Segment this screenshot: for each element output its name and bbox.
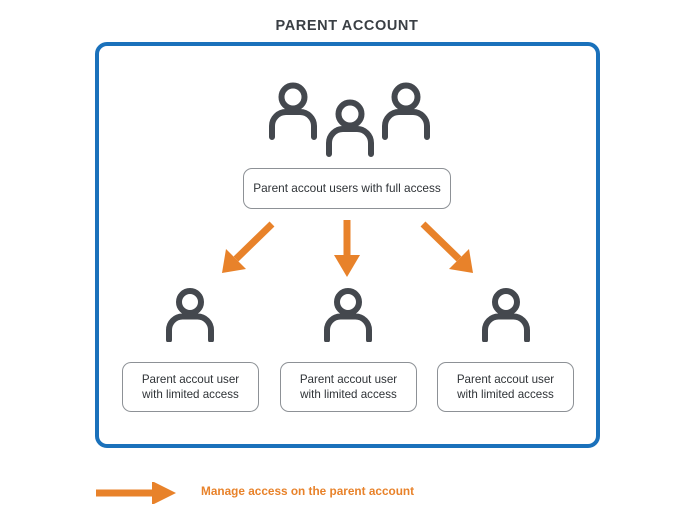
person-icon	[322, 97, 378, 162]
limited-access-line-1: Parent accout user	[456, 372, 555, 386]
limited-access-line-2: with limited access	[142, 388, 239, 401]
full-access-users-group	[265, 80, 435, 157]
person-icon	[161, 286, 219, 347]
arrow-right-icon	[94, 481, 178, 509]
limited-access-label-box: Parent accout user with limited access	[122, 362, 259, 412]
limited-access-label-box: Parent accout user with limited access	[437, 362, 574, 412]
limited-access-line-1: Parent accout user	[141, 372, 240, 386]
limited-access-line-2: with limited access	[300, 388, 397, 401]
page-title: PARENT ACCOUNT	[275, 18, 419, 34]
limited-access-label-text: Parent accout user with limited access	[142, 372, 239, 403]
limited-access-line-2: with limited access	[457, 388, 554, 401]
limited-access-label-box: Parent accout user with limited access	[280, 362, 417, 412]
legend-label: Manage access on the parent account	[201, 484, 415, 498]
person-icon	[265, 80, 321, 145]
legend: Manage access on the parent account	[94, 480, 494, 506]
limited-access-label-text: Parent accout user with limited access	[300, 372, 397, 403]
limited-access-line-1: Parent accout user	[299, 372, 398, 386]
limited-access-label-text: Parent accout user with limited access	[457, 372, 554, 403]
person-icon	[378, 80, 434, 145]
person-icon	[319, 286, 377, 347]
full-access-label-box: Parent accout users with full access	[243, 168, 451, 209]
person-icon	[477, 286, 535, 347]
full-access-label-text: Parent accout users with full access	[253, 180, 441, 195]
